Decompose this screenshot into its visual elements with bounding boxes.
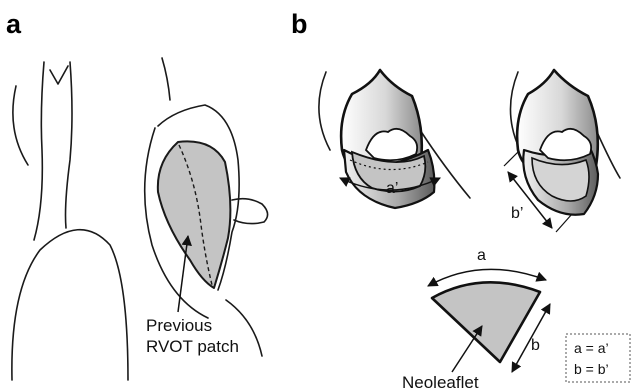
panel-b: b a’ b’ [291, 9, 630, 392]
neoleaflet-callout-arrow [452, 326, 482, 372]
panel-a-label: a [6, 9, 22, 39]
neoleaflet-diagram: a b Neoleaflet [402, 247, 550, 392]
rvot-patch [158, 141, 231, 288]
valve-drawing-1: a’ [319, 70, 470, 208]
panel-a: a Previous RVOT patch [6, 9, 268, 380]
dimension-ext-b-prime-bottom [556, 214, 572, 232]
legend-line-1: a = a’ [574, 340, 609, 356]
neoleaflet-label: Neoleaflet [402, 373, 479, 392]
heart-outline-left [12, 62, 128, 380]
dimension-label-b-prime: b’ [511, 205, 523, 222]
patch-label-line1: Previous [146, 316, 212, 335]
dimension-label-a-prime: a’ [386, 180, 398, 197]
valve-drawing-2: b’ [504, 70, 620, 232]
equivalence-legend: a = a’ b = b’ [566, 334, 630, 382]
legend-line-2: b = b’ [574, 361, 609, 377]
dimension-ext-b-prime-top [504, 152, 518, 166]
dimension-label-b: b [531, 337, 540, 354]
patch-label-line2: RVOT patch [146, 337, 239, 356]
panel-b-label: b [291, 9, 308, 39]
dimension-label-a: a [477, 247, 486, 264]
